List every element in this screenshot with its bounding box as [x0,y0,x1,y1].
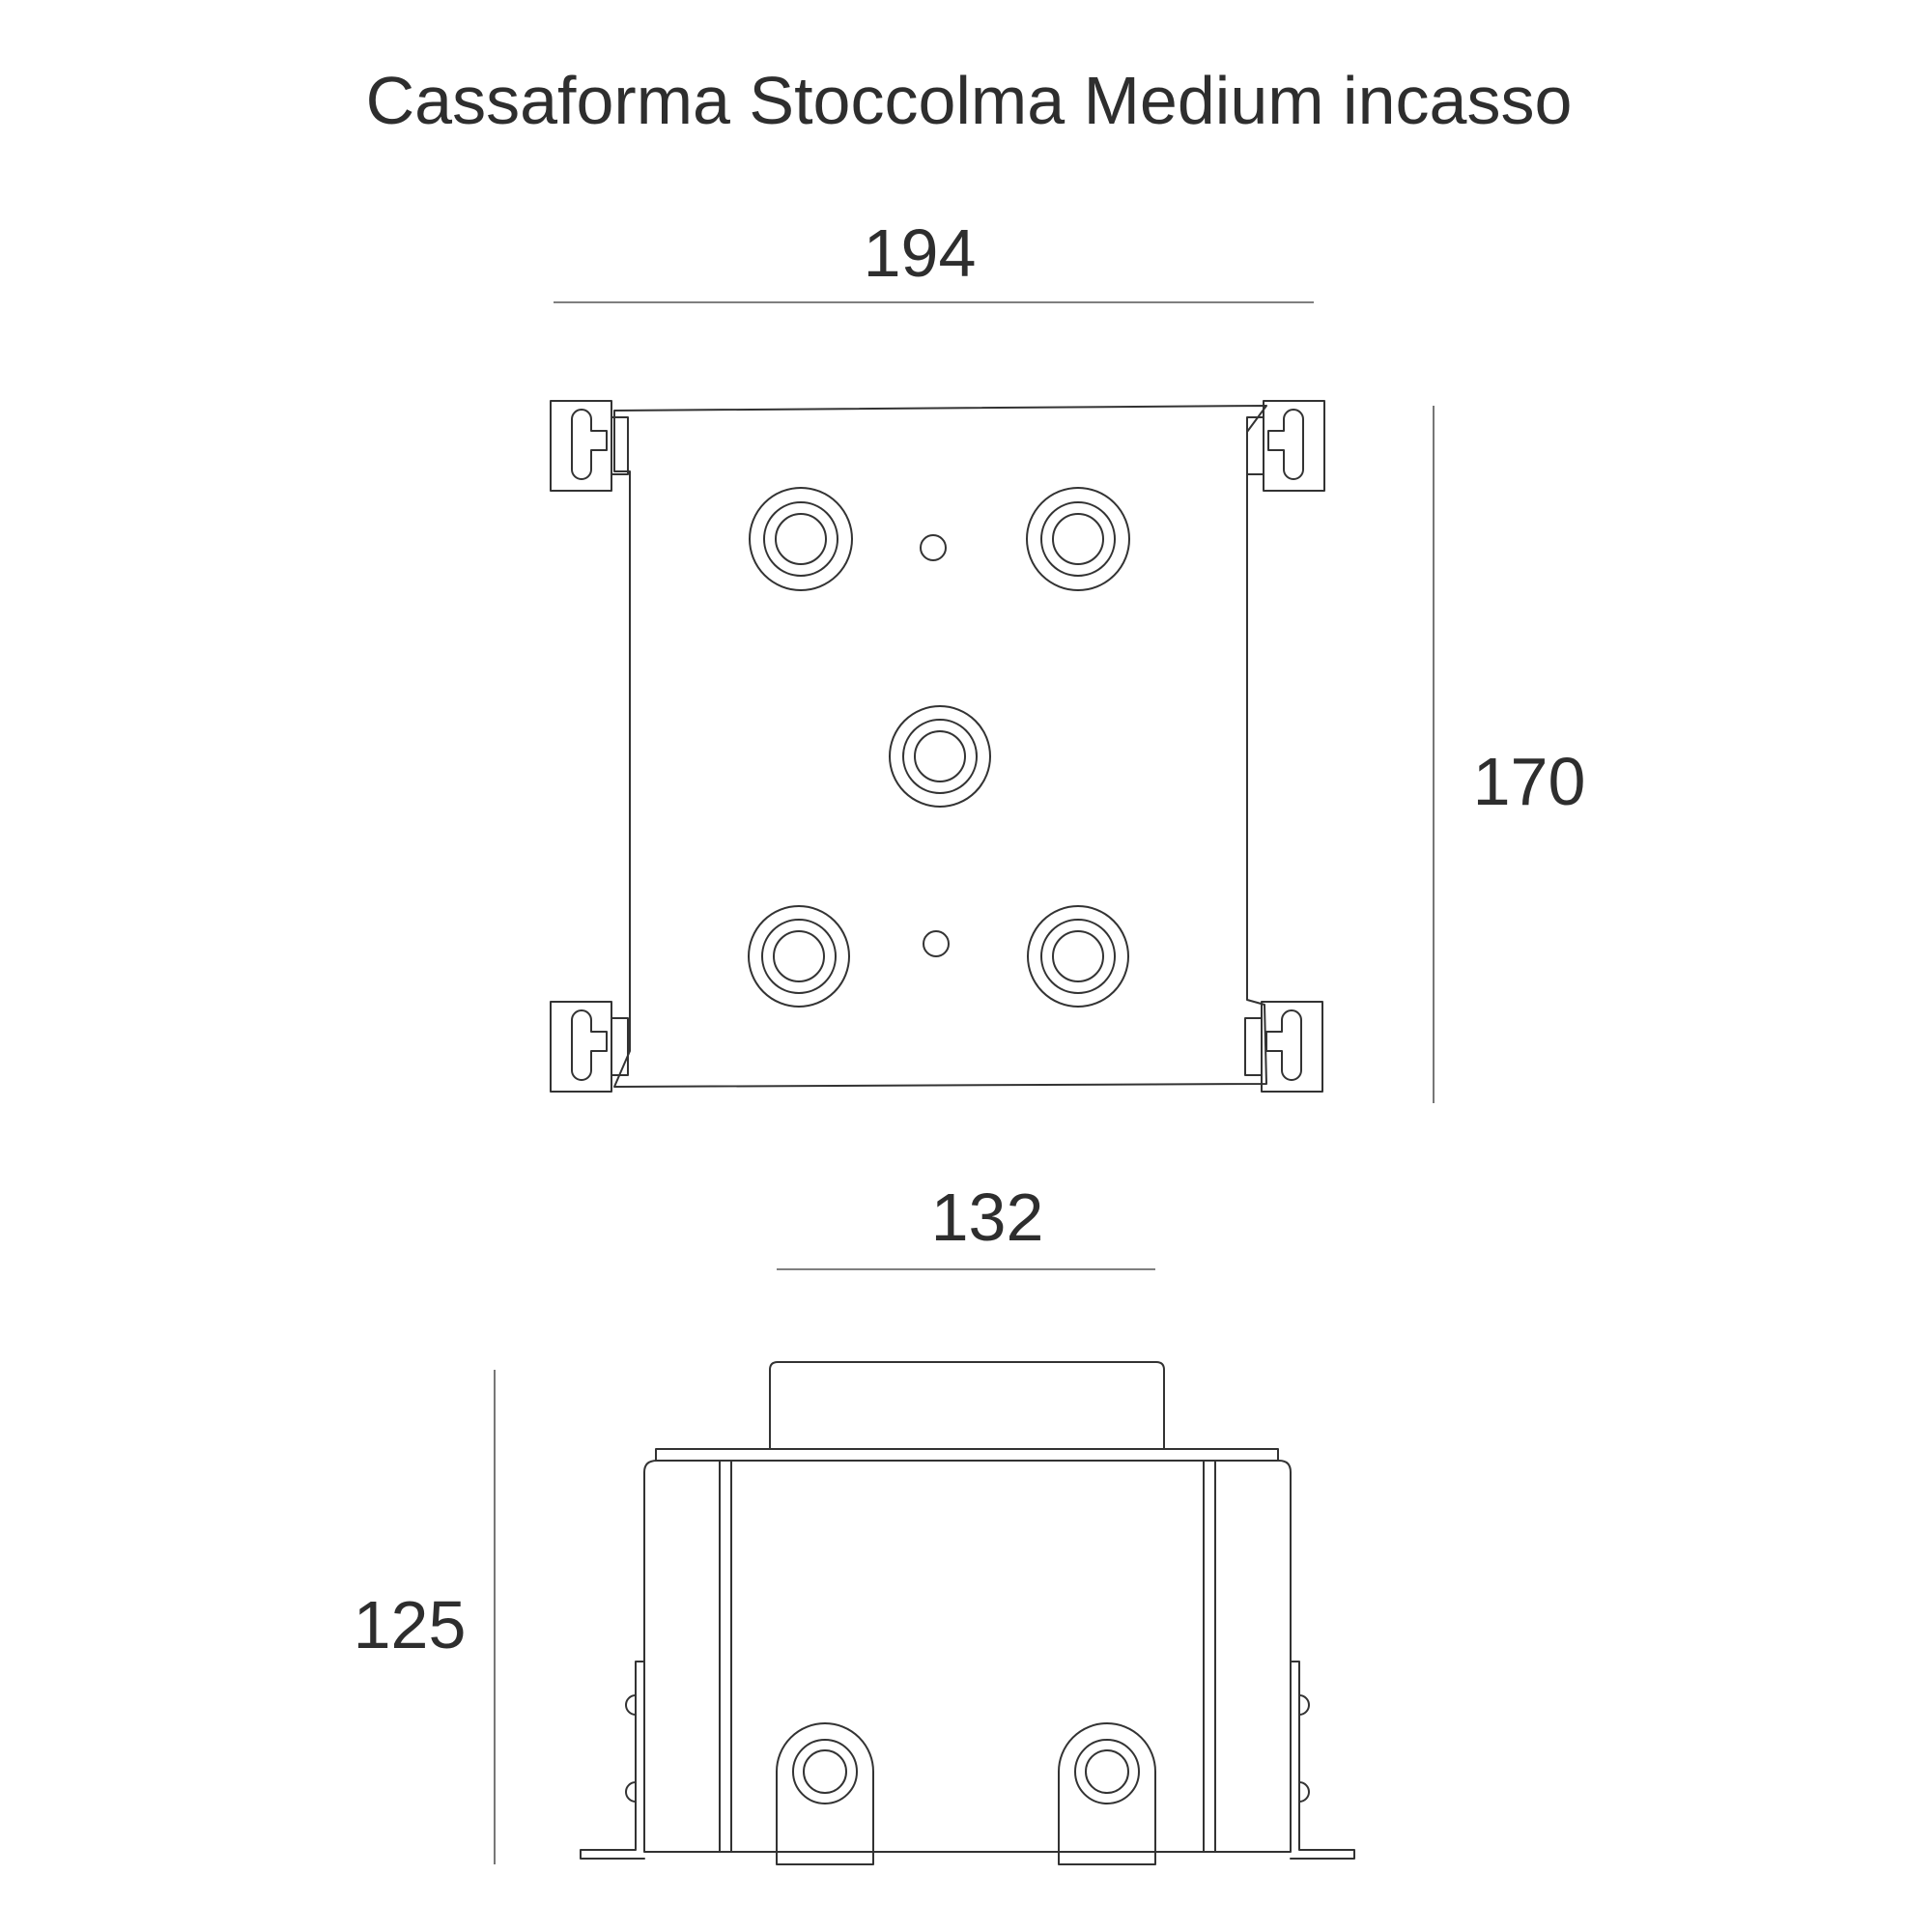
corner-bracket-bottom-left [550,1001,629,1093]
side-width-label: 132 [931,1179,1044,1255]
conduit-inlet-left [776,1722,874,1865]
small-hole-bottom [923,930,950,957]
corner-bracket-bottom-right [1244,1001,1323,1093]
side-view: 132 125 [354,1179,1355,1865]
foot-right [1290,1661,1355,1860]
box-body-outline [643,1460,1292,1853]
knockout-hole-bottom-right [1027,905,1129,1008]
knockout-hole-center [889,705,991,808]
drawing-title: Cassaforma Stoccolma Medium incasso [366,63,1573,138]
foot-left [580,1661,645,1860]
knockout-hole-top-left [749,487,853,591]
knockout-hole-top-right [1026,487,1130,591]
top-view: 194 170 [550,215,1586,1103]
top-height-label: 170 [1473,744,1586,819]
corner-bracket-top-left [550,400,629,492]
top-width-label: 194 [864,215,977,291]
conduit-inlet-right [1058,1722,1156,1865]
top-cap [769,1361,1165,1450]
side-height-label: 125 [354,1587,467,1662]
top-view-body-outline [613,405,1267,1088]
corner-bracket-top-right [1246,400,1325,492]
small-hole-top [920,534,947,561]
cap-lip [655,1448,1279,1462]
knockout-hole-bottom-left [748,905,850,1008]
